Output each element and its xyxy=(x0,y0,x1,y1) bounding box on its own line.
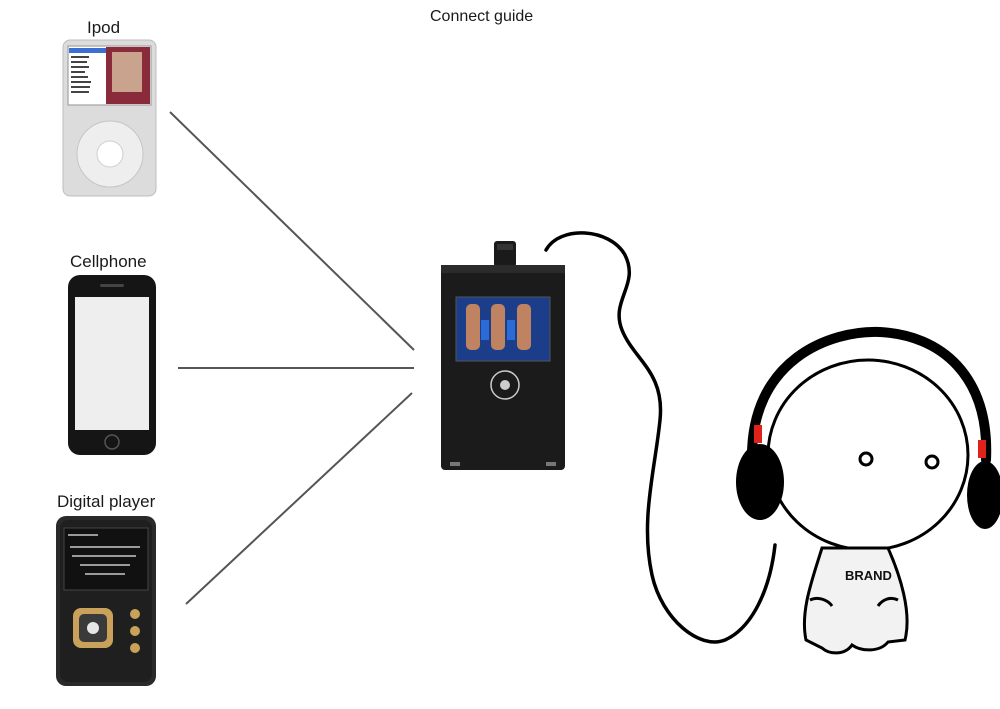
headphone-cable xyxy=(544,231,777,644)
listener-figure-illustration: BRAND xyxy=(736,326,1000,655)
connector-ipod xyxy=(169,111,415,351)
shirt-brand-text: BRAND xyxy=(845,568,892,583)
connector-digital-player xyxy=(185,392,413,605)
label-ipod: Ipod xyxy=(87,18,121,37)
ipod-illustration xyxy=(62,39,157,197)
amplifier-illustration xyxy=(441,241,565,470)
page-title: Connect guide xyxy=(430,8,534,25)
label-digital-player: Digital player xyxy=(57,492,156,511)
label-cellphone: Cellphone xyxy=(70,252,147,271)
digital-player-illustration xyxy=(56,516,156,686)
cellphone-illustration xyxy=(68,275,156,455)
